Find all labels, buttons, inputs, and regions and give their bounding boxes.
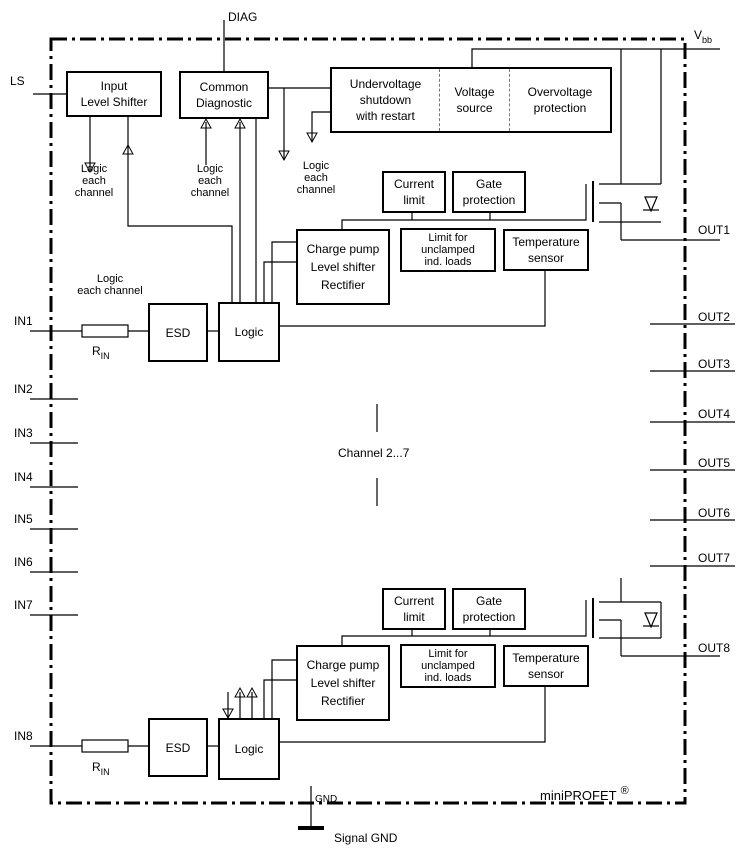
esd-block-8: ESD xyxy=(148,718,208,777)
arrow-down-4 xyxy=(222,708,234,720)
voltage-source-cell: Voltage source xyxy=(440,69,510,131)
current-limit-block-1: Current limit xyxy=(382,171,446,213)
rin-label-1: RIN xyxy=(92,344,110,361)
gate-protection-text-1: Gate protection xyxy=(462,177,516,207)
mosfet-1 xyxy=(585,181,720,241)
charge-pump-block-1: Charge pump Level shifter Rectifier xyxy=(296,229,390,305)
temperature-sensor-text-8: Temperature sensor xyxy=(512,651,580,681)
limit-unclamped-block-8: Limit for unclamped ind. loads xyxy=(400,644,496,688)
arrow-up-4 xyxy=(234,686,246,698)
in3-label: IN3 xyxy=(14,426,33,440)
limit-unclamped-text-8: Limit for unclamped ind. loads xyxy=(421,648,475,684)
logic-text-8: Logic xyxy=(234,742,264,756)
in4-label: IN4 xyxy=(14,470,33,484)
out3-label: OUT3 xyxy=(698,357,731,371)
temperature-sensor-block-1: Temperature sensor xyxy=(503,229,589,271)
current-limit-block-8: Current limit xyxy=(382,588,446,630)
overvoltage-text: Overvoltage protection xyxy=(527,85,593,115)
diag-label: DIAG xyxy=(228,10,258,24)
out2-label: OUT2 xyxy=(698,310,731,324)
in5-label: IN5 xyxy=(14,512,33,526)
esd-text-1: ESD xyxy=(165,325,191,340)
logic-each-channel-note-3: Logic each channel xyxy=(296,160,336,196)
temperature-sensor-text-1: Temperature sensor xyxy=(512,235,580,265)
rin-sub-1: IN xyxy=(100,351,110,361)
arrow-up-1 xyxy=(122,143,134,155)
gnd-label: GND xyxy=(315,794,338,805)
logic-block-8: Logic xyxy=(218,718,280,780)
ls-label: LS xyxy=(10,74,25,88)
charge-pump-block-8: Charge pump Level shifter Rectifier xyxy=(296,645,390,721)
limit-unclamped-text-1: Limit for unclamped ind. loads xyxy=(421,232,475,268)
charge-pump-text-8: Charge pump Level shifter Rectifier xyxy=(306,658,380,708)
rin-sub-8: IN xyxy=(100,767,110,777)
arrow-down-1 xyxy=(84,162,96,174)
out7-label: OUT7 xyxy=(698,551,731,565)
voltage-source-text: Voltage source xyxy=(454,85,495,115)
chip-name-label: miniPROFET® xyxy=(540,785,629,804)
logic-text-1: Logic xyxy=(234,325,264,339)
logic-each-channel-note-1: Logic each channel xyxy=(74,163,114,199)
gate-protection-block-8: Gate protection xyxy=(452,588,526,630)
arrow-up-5 xyxy=(246,686,258,698)
common-diagnostic-text: Common Diagnostic xyxy=(195,80,253,110)
out5-label: OUT5 xyxy=(698,456,731,470)
limit-unclamped-block-1: Limit for unclamped ind. loads xyxy=(400,228,496,272)
current-limit-text-1: Current limit xyxy=(393,177,434,207)
vbb-name: V xyxy=(694,28,703,42)
gate-protection-text-8: Gate protection xyxy=(462,594,516,624)
arrow-down-3 xyxy=(306,132,318,144)
rin-label-8: RIN xyxy=(92,760,110,777)
out4-label: OUT4 xyxy=(698,407,731,421)
common-diagnostic-block: Common Diagnostic xyxy=(179,71,269,119)
arrow-up-2 xyxy=(200,117,212,129)
undervoltage-text: Undervoltage shutdown with restart xyxy=(349,77,422,123)
rin-resistor-1 xyxy=(81,324,129,338)
esd-text-8: ESD xyxy=(165,740,191,755)
registered-mark: ® xyxy=(620,785,629,797)
rin-name-8: R xyxy=(92,760,101,774)
out1-label: OUT1 xyxy=(698,223,731,237)
rin-name-1: R xyxy=(92,344,101,358)
in8-label: IN8 xyxy=(14,729,33,743)
chip-name-text: miniPROFET xyxy=(540,788,617,803)
in1-label: IN1 xyxy=(14,314,33,328)
signal-gnd-label: Signal GND xyxy=(334,831,398,845)
mosfet-8 xyxy=(585,598,720,657)
in6-label: IN6 xyxy=(14,555,33,569)
logic-each-channel-note-2: Logic each channel xyxy=(190,163,230,199)
charge-pump-text-1: Charge pump Level shifter Rectifier xyxy=(306,242,380,292)
vbb-label: Vbb xyxy=(694,28,713,45)
supply-protection-block: Undervoltage shutdown with restart Volta… xyxy=(330,67,612,133)
undervoltage-cell: Undervoltage shutdown with restart xyxy=(332,69,440,131)
vbb-wire xyxy=(471,48,720,67)
arrow-up-3 xyxy=(234,117,246,129)
chip-boundary xyxy=(49,37,687,805)
out8-label: OUT8 xyxy=(698,641,731,655)
arrow-down-2 xyxy=(278,150,290,162)
vbb-sub: bb xyxy=(702,35,713,45)
rin-resistor-8 xyxy=(81,739,129,753)
logic-each-channel-note-4: Logic each channel xyxy=(77,273,143,297)
overvoltage-cell: Overvoltage protection xyxy=(510,69,610,131)
input-level-shifter-block: Input Level Shifter xyxy=(66,71,162,117)
input-level-shifter-text: Input Level Shifter xyxy=(80,79,148,109)
temperature-sensor-block-8: Temperature sensor xyxy=(503,645,589,687)
in7-label: IN7 xyxy=(14,598,33,612)
logic-block-1: Logic xyxy=(218,302,280,362)
out6-label: OUT6 xyxy=(698,506,731,520)
in2-label: IN2 xyxy=(14,382,33,396)
gate-protection-block-1: Gate protection xyxy=(452,171,526,213)
current-limit-text-8: Current limit xyxy=(393,594,434,624)
channel-range-label: Channel 2...7 xyxy=(338,446,410,460)
esd-block-1: ESD xyxy=(148,303,208,362)
